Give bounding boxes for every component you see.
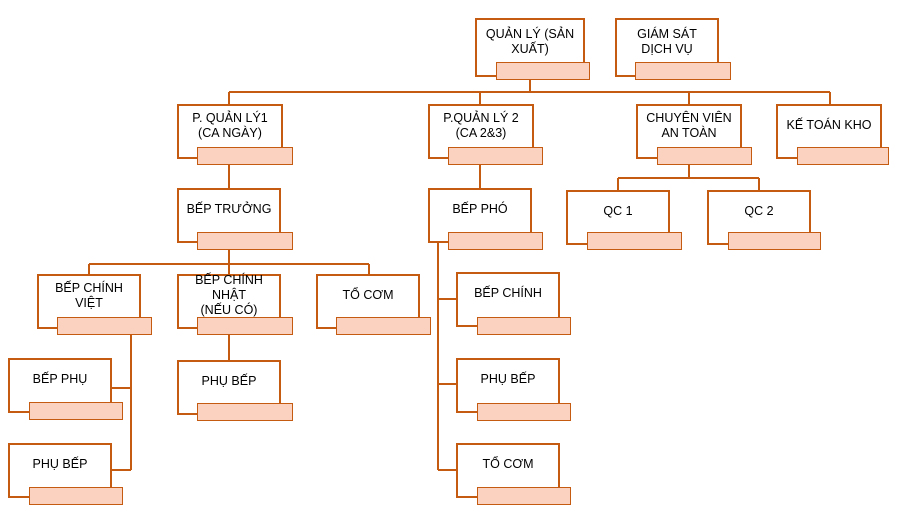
node-label: BẾP CHÍNH	[474, 286, 542, 300]
node-p-quan-ly-2: P.QUẢN LÝ 2 (CA 2&3)	[428, 104, 534, 159]
name-placeholder	[477, 317, 571, 335]
name-placeholder	[448, 232, 543, 250]
name-placeholder	[477, 487, 571, 505]
node-label: KẾ TOÁN KHO	[786, 118, 872, 132]
name-placeholder	[336, 317, 431, 335]
node-label: PHỤ BẾP	[32, 457, 88, 471]
node-label: P. QUẢN LÝ1 (CA NGÀY)	[192, 110, 268, 140]
node-label: CHUYÊN VIÊN AN TOÀN	[646, 110, 732, 140]
node-label: BẾP CHÍNH NHẬT (NẾU CÓ)	[195, 273, 263, 317]
node-label: BẾP PHÓ	[452, 202, 508, 216]
node-label: QC 2	[744, 204, 774, 218]
name-placeholder	[728, 232, 821, 250]
node-label: P.QUẢN LÝ 2 (CA 2&3)	[443, 110, 519, 140]
name-placeholder	[197, 403, 293, 421]
name-placeholder	[797, 147, 889, 165]
node-label: PHỤ BẾP	[201, 374, 257, 388]
name-placeholder	[197, 317, 293, 335]
node-label: GIÁM SÁT DỊCH VỤ	[637, 26, 697, 56]
node-label: QUẢN LÝ (SẢN XUẤT)	[485, 26, 575, 56]
name-placeholder	[197, 147, 293, 165]
node-label: BẾP TRƯỞNG	[186, 202, 272, 216]
name-placeholder	[29, 402, 123, 420]
name-placeholder	[635, 62, 731, 80]
name-placeholder	[448, 147, 543, 165]
name-placeholder	[197, 232, 293, 250]
name-placeholder	[477, 403, 571, 421]
node-label: BẾP CHÍNH VIỆT	[55, 280, 123, 310]
name-placeholder	[657, 147, 752, 165]
node-label: PHỤ BẾP	[480, 372, 536, 386]
node-label: TỔ CƠM	[482, 457, 534, 471]
name-placeholder	[496, 62, 590, 80]
name-placeholder	[29, 487, 123, 505]
node-label: TỔ CƠM	[342, 288, 394, 302]
name-placeholder	[587, 232, 682, 250]
node-label: QC 1	[603, 204, 633, 218]
node-label: BẾP PHỤ	[32, 372, 88, 386]
name-placeholder	[57, 317, 152, 335]
